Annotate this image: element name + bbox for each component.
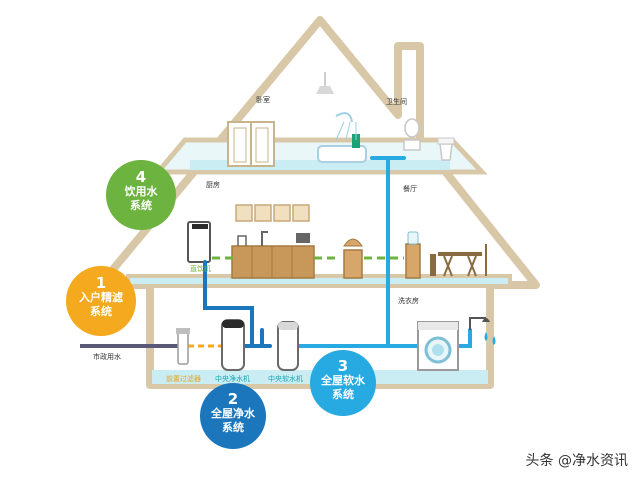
room-label-dining: 餐厅 bbox=[403, 185, 417, 193]
system-3-line1: 全屋软水 bbox=[321, 374, 365, 387]
kitchen-upper-cabinets bbox=[235, 204, 310, 222]
upper-floor-strip bbox=[190, 160, 450, 170]
watermark: 头条 @净水资讯 bbox=[525, 453, 628, 469]
room-label-kitchen: 厨房 bbox=[206, 181, 220, 189]
system-2-line1: 全屋净水 bbox=[211, 407, 255, 420]
system-1-line2: 系统 bbox=[90, 305, 112, 318]
room-label-bathroom: 卫生间 bbox=[386, 98, 407, 106]
system-4-line1: 饮用水 bbox=[124, 185, 158, 198]
room-label-bedroom: 卧室 bbox=[256, 96, 270, 104]
central-softener-tank bbox=[277, 321, 299, 371]
device-label-central-purifier: 中央净水机 bbox=[215, 375, 250, 383]
system-1-line1: 入户精滤 bbox=[79, 291, 123, 304]
system-3-line2: 系统 bbox=[332, 388, 354, 401]
system-circle-2: 2 全屋净水 系统 bbox=[200, 383, 266, 449]
system-3-number: 3 bbox=[337, 357, 349, 375]
device-label-pre-filter: 前置过滤器 bbox=[166, 375, 201, 383]
room-label-laundry: 洗衣房 bbox=[398, 297, 419, 305]
bathtub bbox=[317, 112, 367, 163]
system-2-number: 2 bbox=[227, 390, 239, 408]
ceiling-lamp bbox=[316, 72, 334, 94]
dining-set bbox=[430, 244, 487, 277]
washing-machine bbox=[417, 321, 459, 371]
toilet bbox=[403, 118, 455, 161]
device-label-drinking-machine: 直饮机 bbox=[190, 265, 211, 273]
water-dispenser bbox=[405, 231, 421, 279]
drinking-machine bbox=[187, 221, 211, 263]
device-label-central-softener: 中央软水机 bbox=[268, 375, 303, 383]
central-purifier-tank bbox=[221, 319, 245, 371]
pre-filter-device bbox=[176, 328, 190, 365]
laundry-shower bbox=[469, 317, 496, 345]
kitchen-counter bbox=[231, 231, 315, 279]
pipe-purified bbox=[203, 260, 272, 348]
system-circle-3: 3 全屋软水 系统 bbox=[310, 350, 376, 416]
system-4-line2: 系统 bbox=[130, 199, 152, 212]
system-2-line2: 系统 bbox=[222, 421, 244, 434]
side-table bbox=[343, 238, 363, 279]
system-circle-4: 4 饮用水 系统 bbox=[106, 160, 176, 230]
device-label-city-water: 市政用水 bbox=[93, 353, 121, 361]
pipe-soft bbox=[294, 156, 472, 348]
system-1-number: 1 bbox=[95, 274, 107, 292]
system-circle-1: 1 入户精滤 系统 bbox=[66, 266, 136, 336]
system-4-number: 4 bbox=[135, 168, 147, 186]
house-outline bbox=[96, 16, 540, 389]
wardrobe bbox=[227, 121, 275, 167]
middle-floor bbox=[126, 274, 512, 288]
